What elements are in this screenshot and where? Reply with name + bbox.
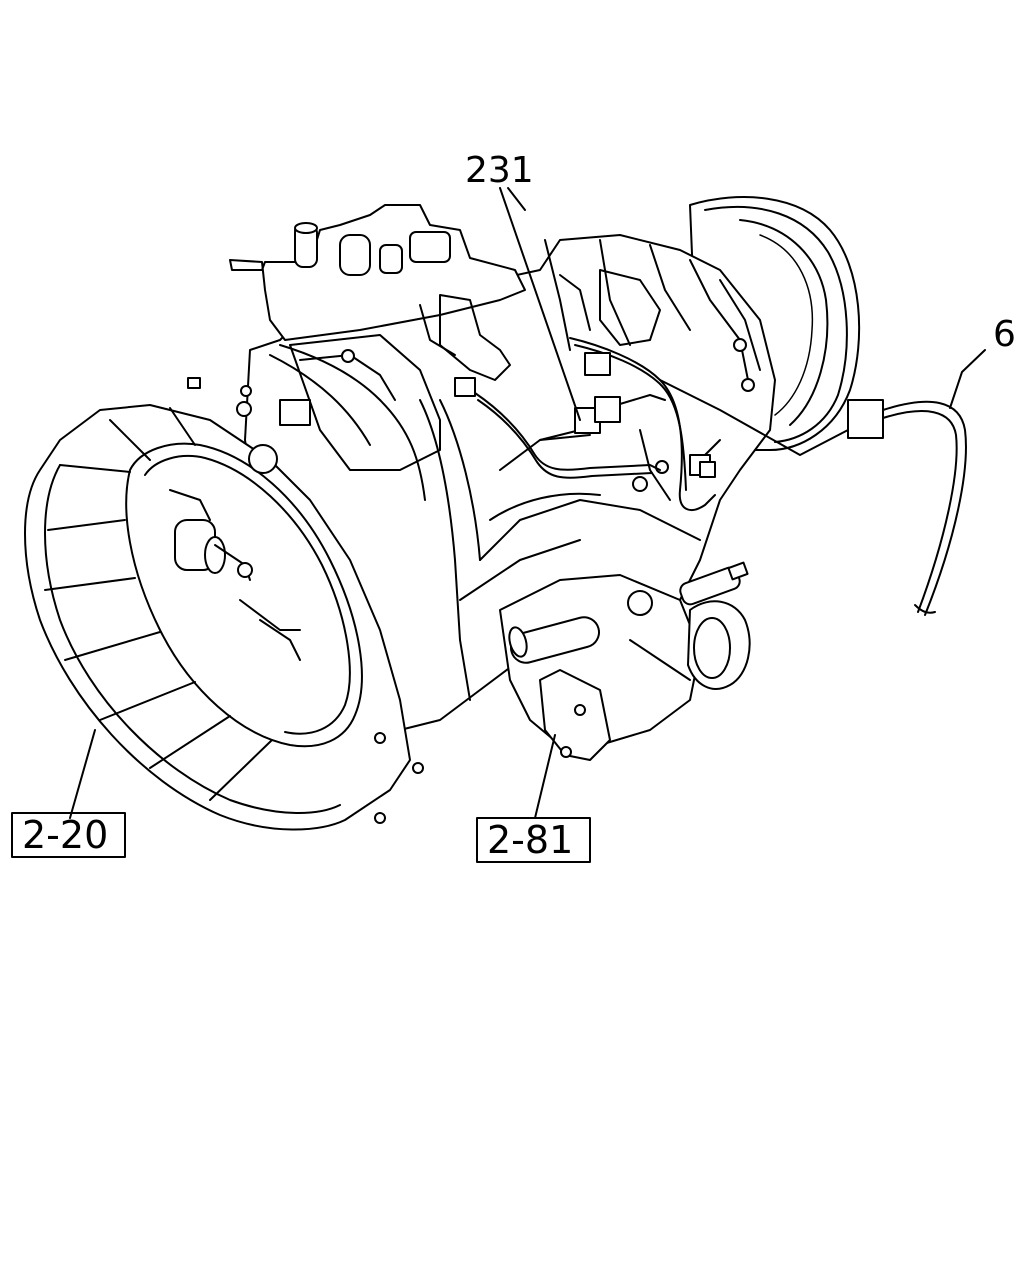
sensor-cable xyxy=(847,399,967,616)
callout-2-81-box xyxy=(476,817,591,863)
leader-6-b xyxy=(659,379,849,456)
shift-actuator xyxy=(499,561,751,761)
callout-2-20: 2-20 xyxy=(22,813,108,857)
wiring-harness xyxy=(454,337,721,511)
callout-6: 6 xyxy=(993,314,1016,355)
callout-231: 231 xyxy=(465,150,534,191)
connector-a xyxy=(454,377,476,397)
leader-6 xyxy=(949,349,986,409)
callout-2-20-box xyxy=(11,812,126,858)
callouts: 231 6 2-20 2-81 xyxy=(11,150,1016,863)
leader-2-81 xyxy=(534,734,556,819)
bell-housing xyxy=(24,404,424,831)
leader-lines xyxy=(69,187,986,819)
leader-231-b xyxy=(507,187,526,211)
callout-2-81: 2-81 xyxy=(487,818,573,862)
leader-231-a xyxy=(499,187,581,421)
leader-2-20 xyxy=(69,729,96,819)
transmission-assembly xyxy=(24,196,967,831)
